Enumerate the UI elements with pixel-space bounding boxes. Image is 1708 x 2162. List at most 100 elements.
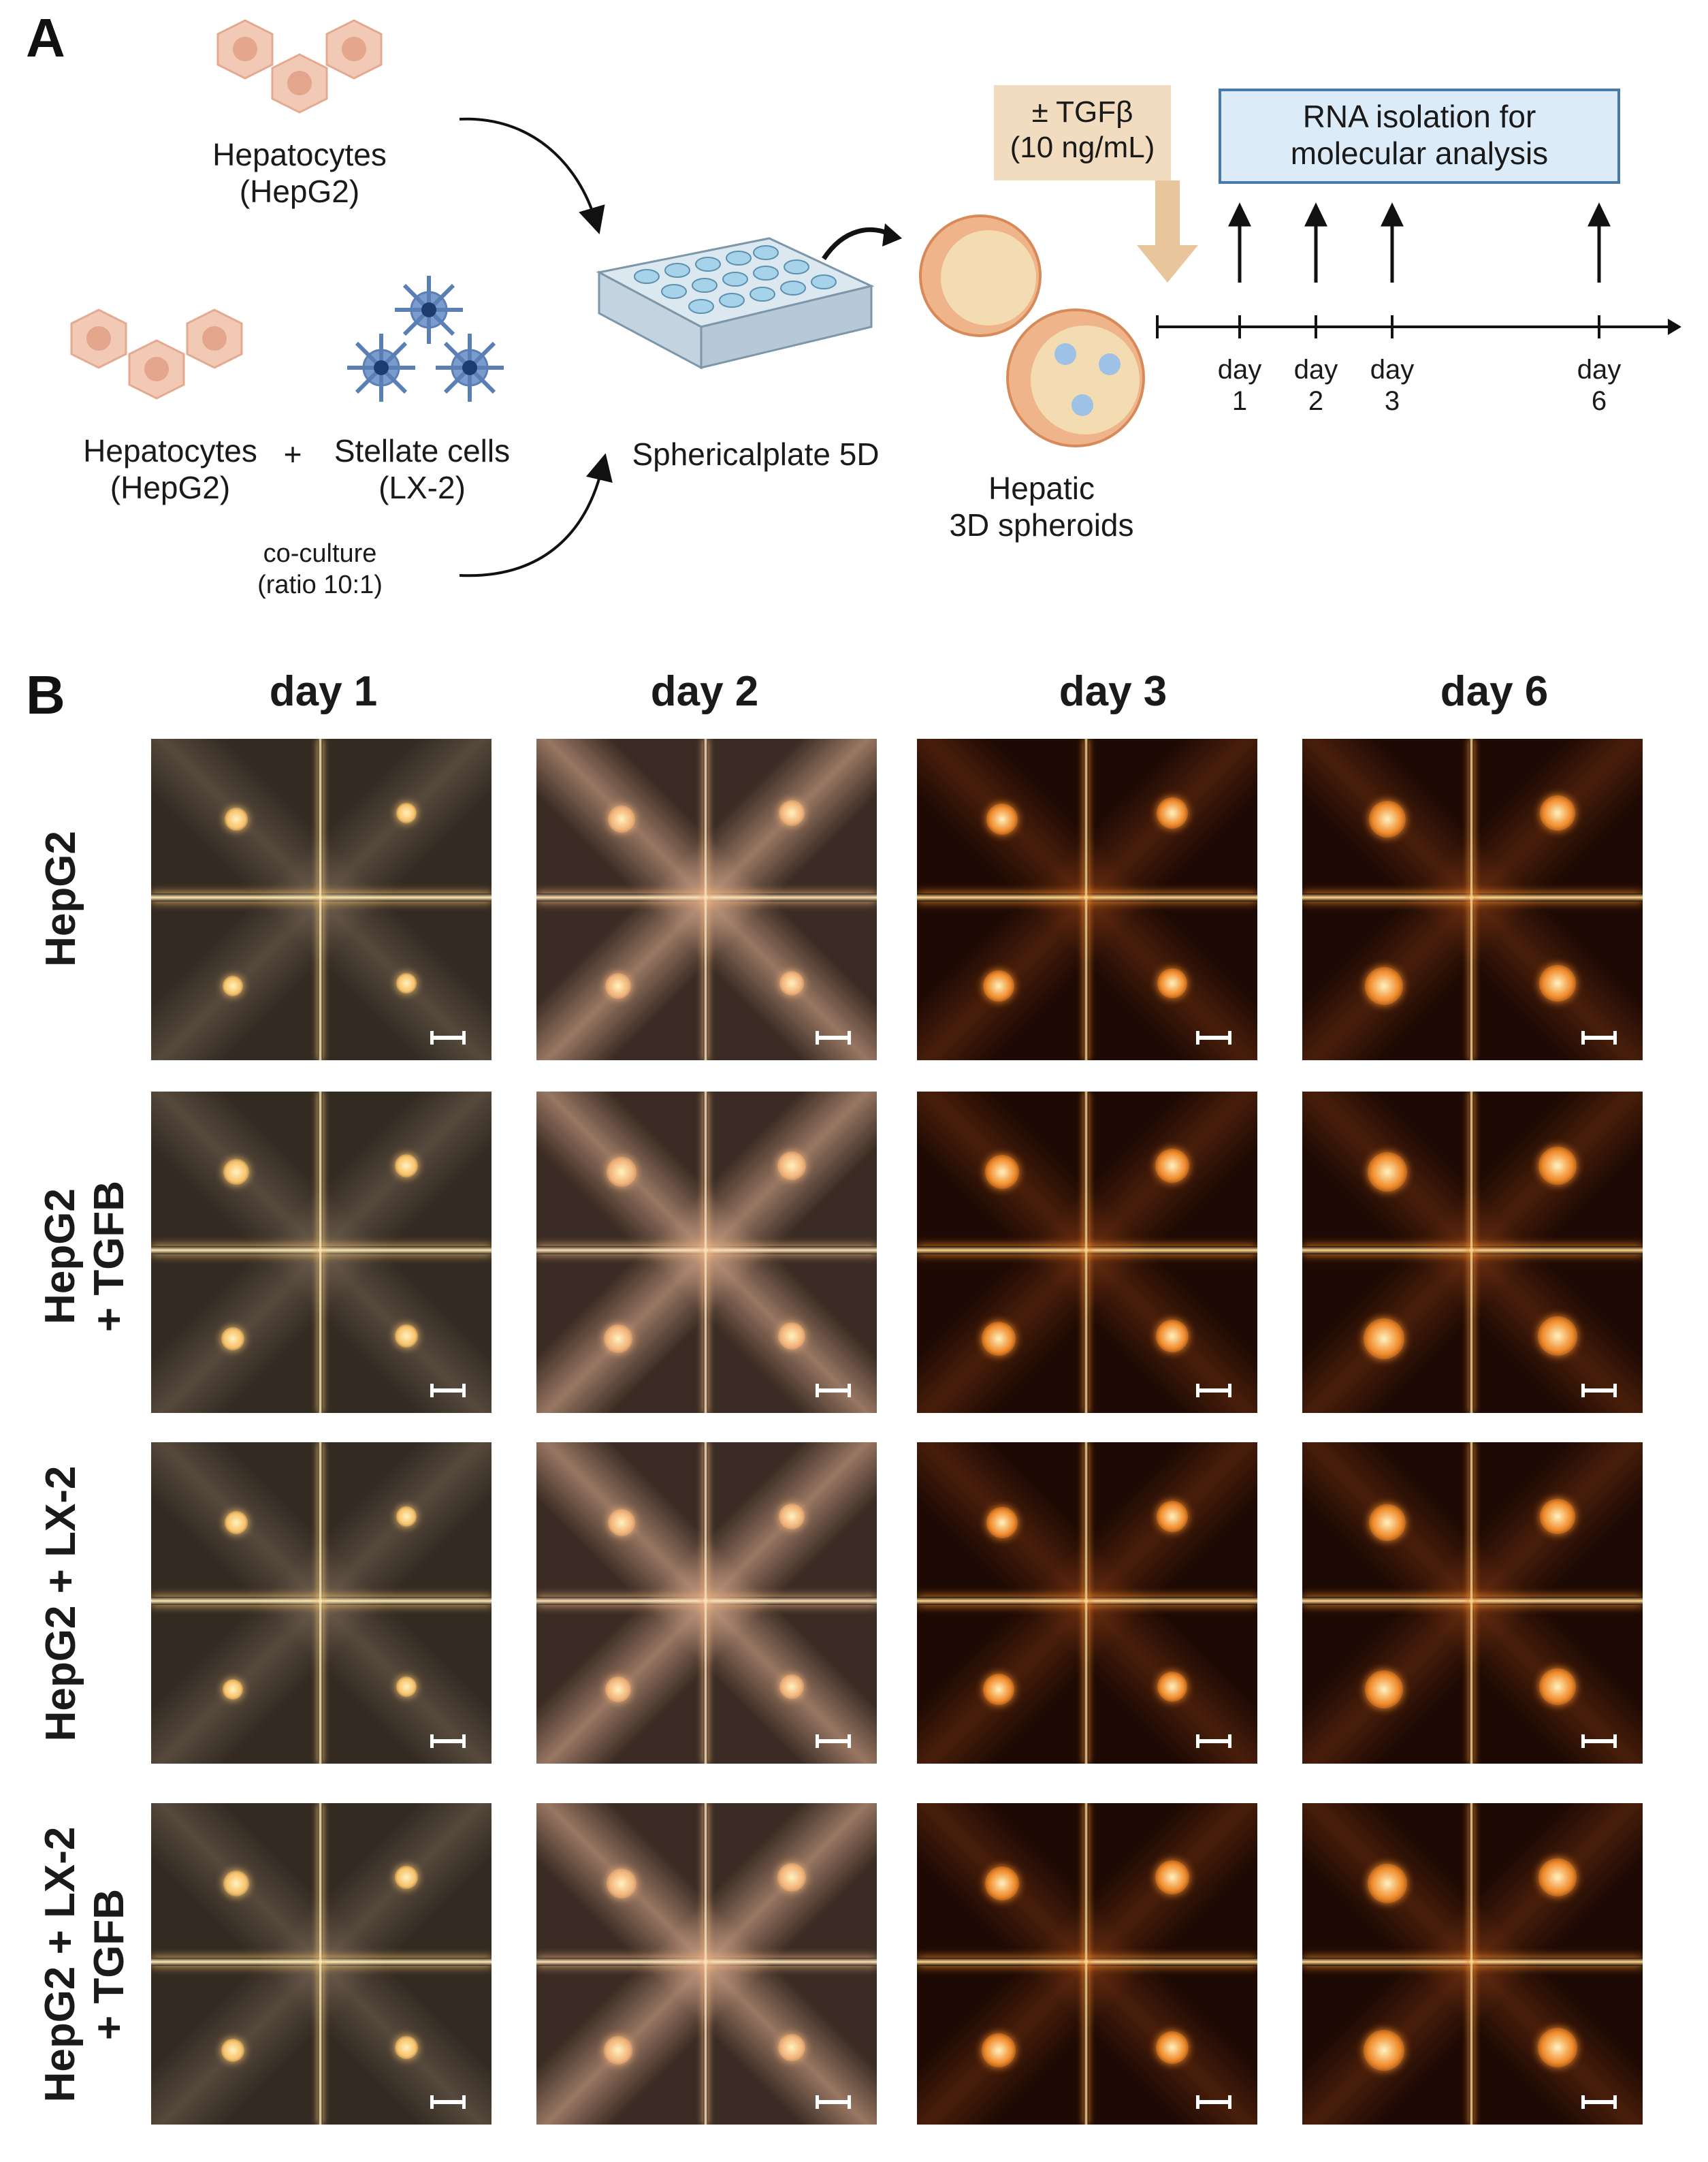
well-divider-vertical (1469, 1092, 1474, 1413)
spheroid-illustration (919, 214, 1145, 447)
spheroid (986, 804, 1018, 835)
well-divider-vertical (703, 739, 708, 1060)
column-header-day2: day 2 (650, 668, 759, 715)
rna-isolation-box: RNA isolation for molecular analysis (1219, 89, 1620, 184)
spheroid (221, 1327, 244, 1351)
spheroid (1155, 1860, 1189, 1894)
spheroid (778, 1322, 805, 1350)
spheroid (607, 1157, 637, 1187)
well-divider-vertical (1084, 739, 1089, 1060)
well-divider-vertical (318, 1442, 323, 1764)
micrograph-tile (151, 1442, 492, 1764)
column-header-day1: day 1 (269, 668, 378, 715)
spheroid (1156, 1319, 1189, 1352)
timeline-label-day6: day 6 (1577, 355, 1622, 416)
spheroid (779, 1674, 804, 1699)
spheroid (608, 806, 635, 833)
spheroid (225, 808, 248, 831)
row-header-hepg2: HepG2 (37, 831, 84, 967)
well-divider-vertical (1469, 1803, 1474, 2125)
spheroid (1155, 1148, 1189, 1183)
spheroid (223, 1679, 243, 1700)
spheroid (985, 1155, 1019, 1189)
well-divider-vertical (703, 1803, 708, 2125)
spheroid (982, 2033, 1016, 2068)
tgf-treatment-box: ± TGFβ (10 ng/mL) (994, 85, 1171, 180)
spheroid (607, 1869, 637, 1898)
scale-bar (1196, 1031, 1231, 1045)
plate-label: Sphericalplate 5D (632, 436, 880, 472)
well-divider-vertical (318, 1803, 323, 2125)
scale-bar (1196, 2095, 1231, 2109)
plus-sign: + (283, 436, 302, 472)
column-header-day3: day 3 (1059, 668, 1167, 715)
spheroid (395, 1865, 418, 1889)
spheroid (1157, 1671, 1187, 1702)
spheroid (1369, 801, 1406, 838)
scale-bar (1581, 1031, 1617, 1045)
spheroid (1365, 1670, 1403, 1709)
spheroid (396, 1506, 417, 1527)
spheroid (778, 2033, 805, 2061)
hepatocytes-label-bottom: Hepatocytes (HepG2) (83, 433, 257, 505)
spheroid (982, 1322, 1016, 1356)
spheroid (777, 1151, 806, 1180)
panel-b-letter: B (26, 665, 65, 725)
spheroid (1157, 797, 1188, 829)
hepatocytes-illustration-top (216, 19, 383, 114)
spheroid (605, 973, 631, 1000)
timeline-label-day3: day 3 (1370, 355, 1415, 416)
scale-bar (1196, 1734, 1231, 1748)
spheroid (777, 1862, 806, 1892)
micrograph-tile (1302, 1092, 1643, 1413)
scale-bar (1581, 1734, 1617, 1748)
timeline-axis (1156, 315, 1681, 338)
spheroid (221, 2039, 244, 2063)
well-divider-vertical (703, 1442, 708, 1764)
spheroid (395, 2035, 418, 2059)
column-header-day6: day 6 (1440, 668, 1549, 715)
spheroid (1157, 1500, 1188, 1532)
spheroid (1368, 1864, 1407, 1903)
stellate-label: Stellate cells (LX-2) (334, 433, 511, 505)
spheroid (395, 1154, 418, 1177)
scale-bar (816, 1031, 851, 1045)
spheroid (223, 1159, 249, 1185)
spheroid (608, 1509, 635, 1536)
stellate-cells-illustration (347, 276, 504, 402)
spheroid (779, 1503, 805, 1529)
micrograph-tile (917, 1442, 1257, 1764)
spheroid (1538, 1316, 1577, 1356)
scale-bar (1581, 2095, 1617, 2109)
micrograph-tile (536, 739, 877, 1060)
sampling-arrows (1228, 202, 1611, 283)
spheroid (604, 2036, 632, 2065)
well-divider-vertical (318, 1092, 323, 1413)
tgf-arrow (1137, 180, 1198, 283)
spheroid (396, 1676, 417, 1697)
spheroids-label: Hepatic 3D spheroids (949, 471, 1134, 543)
micrograph-tile (151, 739, 492, 1060)
micrograph-tile (151, 1803, 492, 2125)
scale-bar (1196, 1384, 1231, 1397)
timeline-label-day2: day 2 (1293, 355, 1338, 416)
well-divider-vertical (1469, 739, 1474, 1060)
scale-bar (816, 1734, 851, 1748)
spheroid (396, 972, 417, 993)
coculture-label: co-culture (ratio 10:1) (257, 539, 383, 599)
spheroid (395, 1324, 418, 1348)
micrograph-tile (1302, 739, 1643, 1060)
spheroid (986, 1507, 1018, 1538)
arrow-curves (459, 117, 613, 577)
scale-bar (816, 2095, 851, 2109)
spheroid (1157, 968, 1187, 998)
spheroid (1538, 1146, 1577, 1185)
spheroid (1540, 795, 1575, 831)
micrograph-tile (536, 1803, 877, 2125)
spheroid (396, 802, 417, 823)
sphericalplate-illustration (596, 237, 875, 370)
micrograph-tile (536, 1092, 877, 1413)
spheroid (983, 1674, 1014, 1706)
timeline-label-day1: day 1 (1217, 355, 1262, 416)
spheroid (1365, 967, 1403, 1006)
